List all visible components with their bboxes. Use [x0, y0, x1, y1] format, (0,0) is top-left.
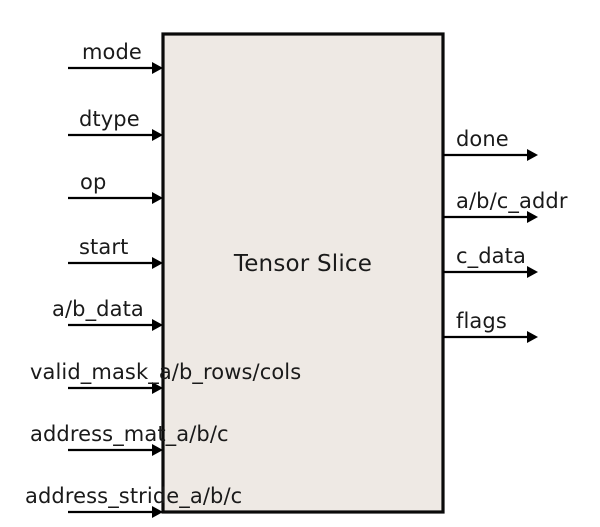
input-label-0: mode: [82, 40, 142, 64]
input-label-2: op: [80, 170, 106, 194]
input-arrowhead-2: [152, 192, 163, 204]
input-label-5: valid_mask_a/b_rows/cols: [30, 360, 301, 385]
input-label-1: dtype: [79, 107, 140, 131]
input-arrowhead-0: [152, 62, 163, 74]
output-label-0: done: [456, 127, 509, 151]
output-arrowhead-1: [527, 211, 538, 223]
output-arrowhead-2: [527, 266, 538, 278]
input-label-7: address_stride_a/b/c: [25, 484, 242, 509]
input-label-3: start: [79, 235, 128, 259]
input-arrowhead-6: [152, 444, 163, 456]
output-label-3: flags: [456, 309, 507, 333]
output-label-1: a/b/c_addr: [456, 189, 568, 214]
output-label-2: c_data: [456, 244, 526, 269]
tensor-slice-block[interactable]: [161, 32, 445, 514]
block-title-label: Tensor Slice: [233, 251, 372, 277]
output-arrowhead-0: [527, 149, 538, 161]
input-arrowhead-1: [152, 129, 163, 141]
input-signals-group: mode dtype op start a/b_data valid_mask_a/b_r…: [25, 40, 301, 518]
input-arrowhead-7: [152, 506, 163, 518]
input-arrowhead-5: [152, 382, 163, 394]
input-label-6: address_mat_a/b/c: [30, 422, 229, 447]
input-arrowhead-3: [152, 257, 163, 269]
input-arrowhead-4: [152, 319, 163, 331]
output-arrowhead-3: [527, 331, 538, 343]
input-label-4: a/b_data: [52, 297, 144, 322]
